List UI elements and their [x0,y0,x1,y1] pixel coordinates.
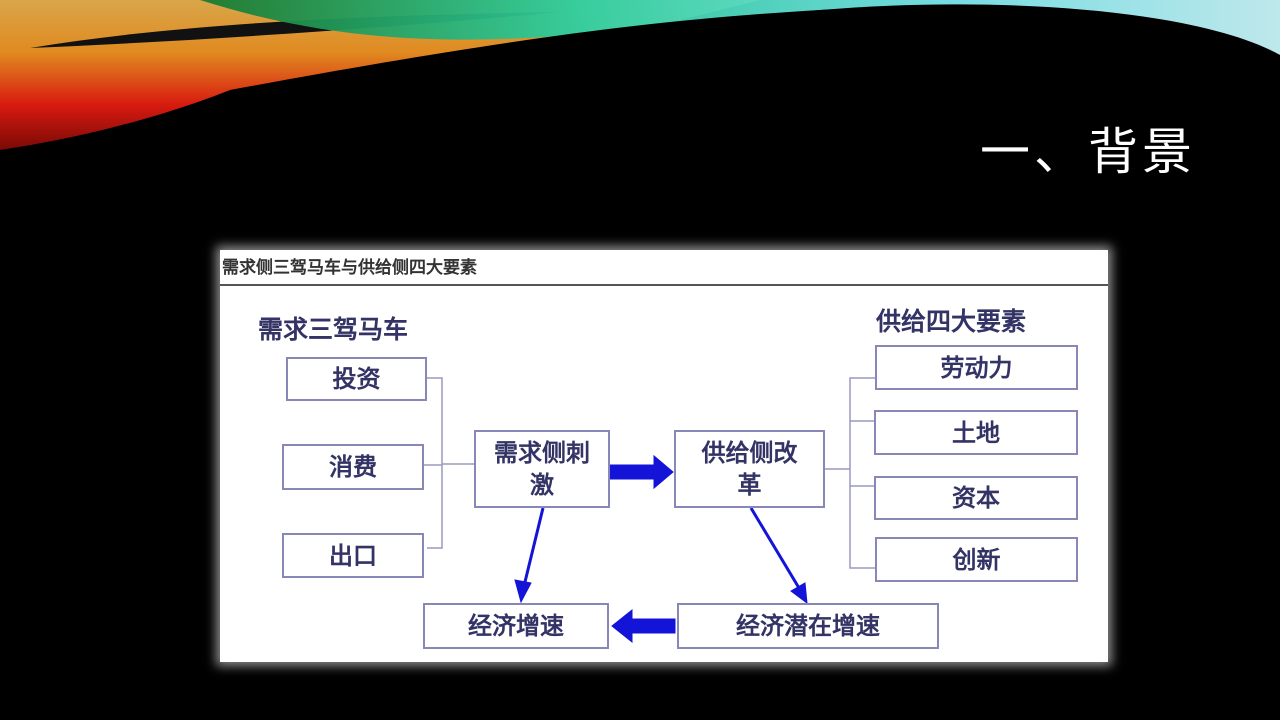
supply-item-labor: 劳动力 [875,345,1078,390]
demand-item-consumption: 消费 [282,444,424,490]
supply-reform-box: 供给侧改革 [674,430,825,508]
arrow-left [611,608,676,644]
arrow-down-left [514,579,532,604]
connector-lines [424,377,875,644]
economic-growth-box: 经济增速 [423,603,609,649]
demand-group-label: 需求三驾马车 [258,315,409,344]
supply-item-capital: 资本 [874,476,1078,520]
potential-growth-box: 经济潜在增速 [677,603,939,649]
demand-stimulus-box: 需求侧刺激 [474,430,610,508]
decorative-swoosh-banner [0,0,1280,160]
supply-item-innovation: 创新 [875,537,1078,582]
slide-title: 一、背景 [980,123,1196,181]
arrow-down-right [790,582,808,605]
diagram-figure: 需求侧三驾马车与供给侧四大要素 需求三驾马车 供给四大要素 投资 消费 出口 需… [220,250,1108,662]
figure-caption: 需求侧三驾马车与供给侧四大要素 [220,250,1108,286]
supply-group-label: 供给四大要素 [876,307,1027,336]
demand-item-investment: 投资 [286,357,427,401]
arrow-right [609,454,674,490]
demand-item-export: 出口 [282,533,424,578]
supply-item-land: 土地 [874,410,1078,455]
